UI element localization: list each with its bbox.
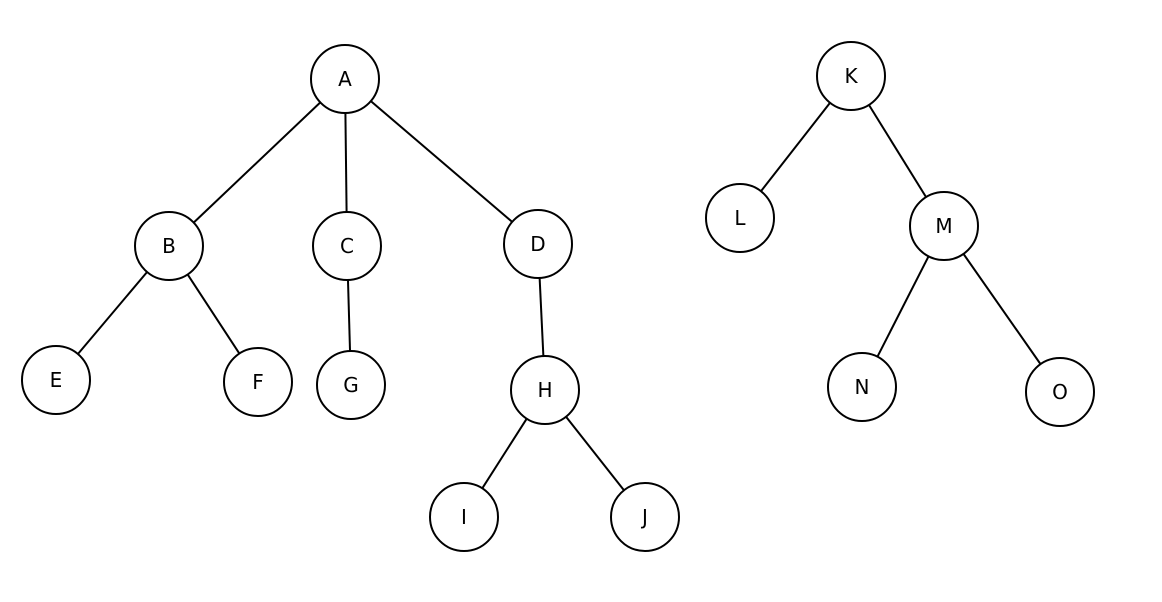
node-label: G [343,373,359,397]
node-circle [312,211,382,281]
node-k: K [816,41,886,111]
node-circle [827,352,897,422]
node-o: O [1025,357,1095,427]
node-h: H [510,355,580,425]
node-m: M [909,191,979,261]
node-d: D [503,209,573,279]
nodes-layer: A B C D E F G H I J K L M N O [21,41,1095,552]
edge-b-f [186,273,241,355]
edge-k-m [868,104,927,198]
node-label: A [338,67,352,91]
node-f: F [223,347,293,417]
edge-m-n [876,255,930,358]
node-label: L [734,206,746,230]
node-label: I [461,505,467,529]
node-label: F [252,370,264,394]
node-circle [134,211,204,281]
edge-c-g [346,279,352,352]
node-label: N [855,375,870,399]
node-g: G [316,350,386,420]
node-circle [1025,357,1095,427]
node-circle [610,482,680,552]
edge-m-o [962,253,1042,365]
node-label: H [537,378,552,402]
node-label: J [640,505,648,529]
node-circle [21,345,91,415]
edge-d-h [538,277,545,357]
node-circle [223,347,293,417]
node-j: J [610,482,680,552]
edges-layer [77,100,1042,491]
node-a: A [310,44,380,114]
edge-a-b [192,101,322,224]
node-i: I [429,482,499,552]
edge-a-c [344,112,348,213]
node-circle [316,350,386,420]
node-l: L [705,183,775,253]
node-circle [816,41,886,111]
node-circle [510,355,580,425]
edge-h-i [481,418,528,489]
edge-a-d [370,100,513,223]
node-c: C [312,211,382,281]
node-circle [503,209,573,279]
node-label: C [340,234,354,258]
node-circle [429,482,499,552]
node-label: M [935,214,952,238]
edge-h-j [565,416,625,491]
node-b: B [134,211,204,281]
node-e: E [21,345,91,415]
edge-k-l [760,102,831,192]
node-circle [705,183,775,253]
node-label: D [530,232,545,256]
node-label: K [844,64,858,88]
node-n: N [827,352,897,422]
node-circle [310,44,380,114]
node-label: E [50,368,63,392]
node-label: O [1052,380,1068,404]
node-label: B [162,234,176,258]
edge-b-e [77,271,148,355]
node-circle [909,191,979,261]
